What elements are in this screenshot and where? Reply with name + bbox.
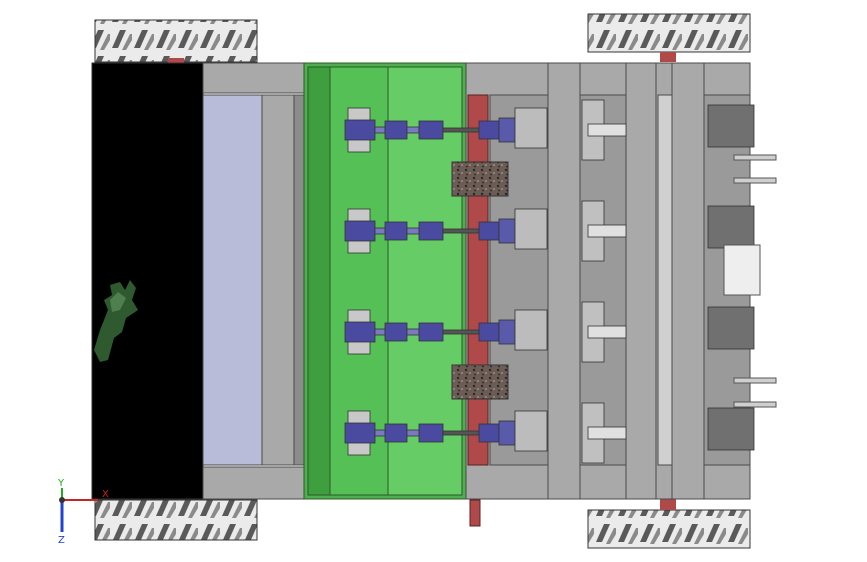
green-panel-strip: [307, 66, 331, 496]
dark-hopper-panel: [91, 62, 204, 500]
gearbox-2: [498, 218, 516, 244]
frame-top-beam: [202, 62, 306, 94]
gearbox-4: [498, 420, 516, 446]
red-rail: [467, 94, 489, 466]
side-plate-3: [733, 377, 777, 384]
spring-2: [587, 224, 627, 238]
gravel-block-lower: [451, 364, 509, 400]
frame-inner-rail: [261, 94, 295, 466]
triad-y-label: Y: [57, 478, 65, 489]
gearbox-1: [498, 117, 516, 143]
axle-stub-top-left: [168, 58, 184, 64]
motor-block-a-3: [384, 322, 408, 342]
frame-bottom-beam: [202, 466, 306, 500]
spring-3: [587, 325, 627, 339]
stepper-1: [707, 104, 755, 148]
motor-housing-1: [514, 107, 548, 149]
motor-block-b-1: [418, 120, 444, 140]
nut-block-1: [478, 120, 500, 140]
gravel-block-upper: [451, 161, 509, 197]
frame-rail-col-a: [547, 62, 581, 500]
coupling-4: [344, 422, 376, 444]
spring-4: [587, 426, 627, 440]
lead-screw-3: [442, 329, 480, 335]
motor-housing-3: [514, 309, 548, 351]
tire-top-left: [94, 19, 258, 63]
axle-stub-top-right: [660, 52, 676, 62]
stepper-2: [707, 205, 755, 249]
motor-block-b-2: [418, 221, 444, 241]
tire-bottom-right: [587, 509, 751, 549]
frame-inner-strip: [293, 94, 305, 466]
lead-screw-4: [442, 430, 480, 436]
frame-rail-col-b: [625, 62, 657, 500]
coupling-1: [344, 119, 376, 141]
coupling-3: [344, 321, 376, 343]
red-rail-bottom: [469, 499, 481, 527]
tire-top-right: [587, 13, 751, 53]
shaft-seg-b-2: [406, 227, 420, 235]
triad-x-label: X: [102, 489, 109, 500]
side-plate-4: [733, 401, 777, 408]
motor-block-b-3: [418, 322, 444, 342]
stepper-3: [707, 306, 755, 350]
shaft-seg-b-3: [406, 328, 420, 336]
motor-block-b-4: [418, 423, 444, 443]
shaft-seg-4: [374, 429, 386, 437]
shaft-seg-2: [374, 227, 386, 235]
tire-bottom-left: [94, 499, 258, 541]
stepper-4: [707, 407, 755, 451]
motor-housing-2: [514, 208, 548, 250]
shaft-vertical: [657, 94, 673, 466]
lead-screw-2: [442, 228, 480, 234]
drive-rows: [344, 99, 755, 464]
gearbox-3: [498, 319, 516, 345]
axle-stub-bottom-right: [660, 498, 676, 510]
shaft-seg-3: [374, 328, 386, 336]
side-bracket-white: [723, 244, 761, 296]
motor-block-a-1: [384, 120, 408, 140]
nut-block-3: [478, 322, 500, 342]
coupling-2: [344, 220, 376, 242]
shaft-seg-1: [374, 126, 386, 134]
motor-housing-4: [514, 410, 548, 452]
side-plate-1: [733, 154, 777, 161]
nut-block-4: [478, 423, 500, 443]
shaft-seg-b-1: [406, 126, 420, 134]
nut-block-2: [478, 221, 500, 241]
frame-rail-col-c: [671, 62, 705, 500]
inner-cavity-1: [489, 94, 549, 466]
spring-1: [587, 123, 627, 137]
triad-z-label: Z: [58, 535, 65, 546]
shaft-seg-b-4: [406, 429, 420, 437]
lead-screw-1: [442, 127, 480, 133]
motor-block-a-2: [384, 221, 408, 241]
coordinate-triad: X Y Z: [57, 478, 109, 546]
motor-block-a-4: [384, 423, 408, 443]
side-plate-2: [733, 177, 777, 184]
plant-foliage: [94, 280, 138, 362]
frame-left-opening: [202, 94, 263, 466]
